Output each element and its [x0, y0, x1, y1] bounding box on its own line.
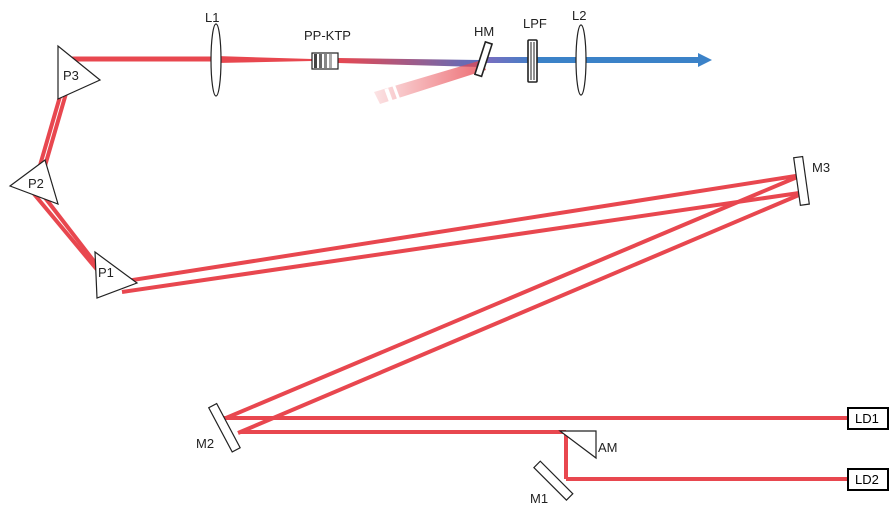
beam-paths — [32, 53, 848, 481]
prism-p2: P2 — [8, 159, 59, 205]
mirror-am: AM — [558, 430, 618, 460]
lens-l1-label: L1 — [205, 10, 219, 25]
lens-l2-label: L2 — [572, 8, 586, 23]
beam-residual-red — [374, 60, 486, 104]
prism-p1-label: P1 — [98, 265, 114, 280]
beam-residual-gap-1 — [384, 87, 396, 111]
prism-p2-label: P2 — [28, 176, 44, 191]
beam-blue-output — [486, 57, 700, 63]
laser-diode-ld2: LD2 — [847, 468, 889, 491]
filter-lpf: LPF — [523, 16, 547, 83]
prism-p3-label: P3 — [63, 68, 79, 83]
lens-l1: L1 — [205, 10, 222, 97]
laser-diode-ld1: LD1 — [847, 407, 889, 430]
beam-m3-to-p1-a — [119, 173, 803, 284]
beam-l1-focus — [216, 56, 312, 63]
mirror-hm: HM — [473, 24, 494, 78]
mirror-m1-label: M1 — [530, 491, 548, 506]
beam-m2-to-m3-b — [237, 190, 807, 435]
beam-blue-arrowhead — [698, 53, 712, 67]
beam-m3-to-p1-b — [121, 190, 807, 294]
beam-ktp-to-hm — [338, 58, 480, 67]
mirror-m1: M1 — [530, 460, 574, 506]
filter-lpf-label: LPF — [523, 16, 547, 31]
laser-diode-ld1-label: LD1 — [855, 411, 879, 426]
mirror-m3: M3 — [793, 155, 830, 207]
crystal-pp-ktp: PP-KTP — [304, 28, 351, 70]
mirror-m3-label: M3 — [812, 160, 830, 175]
mirror-m2-label: M2 — [196, 436, 214, 451]
laser-diode-ld2-label: LD2 — [855, 472, 879, 487]
prism-p1: P1 — [94, 250, 139, 299]
mirror-am-label: AM — [598, 440, 618, 455]
mirror-hm-label: HM — [474, 24, 494, 39]
lens-l2: L2 — [572, 8, 587, 96]
prism-p3: P3 — [57, 44, 102, 100]
beam-m2-to-m3-a — [225, 173, 803, 420]
crystal-pp-ktp-label: PP-KTP — [304, 28, 351, 43]
mirror-m2: M2 — [196, 402, 241, 453]
beam-residual-gap-2 — [392, 84, 403, 107]
